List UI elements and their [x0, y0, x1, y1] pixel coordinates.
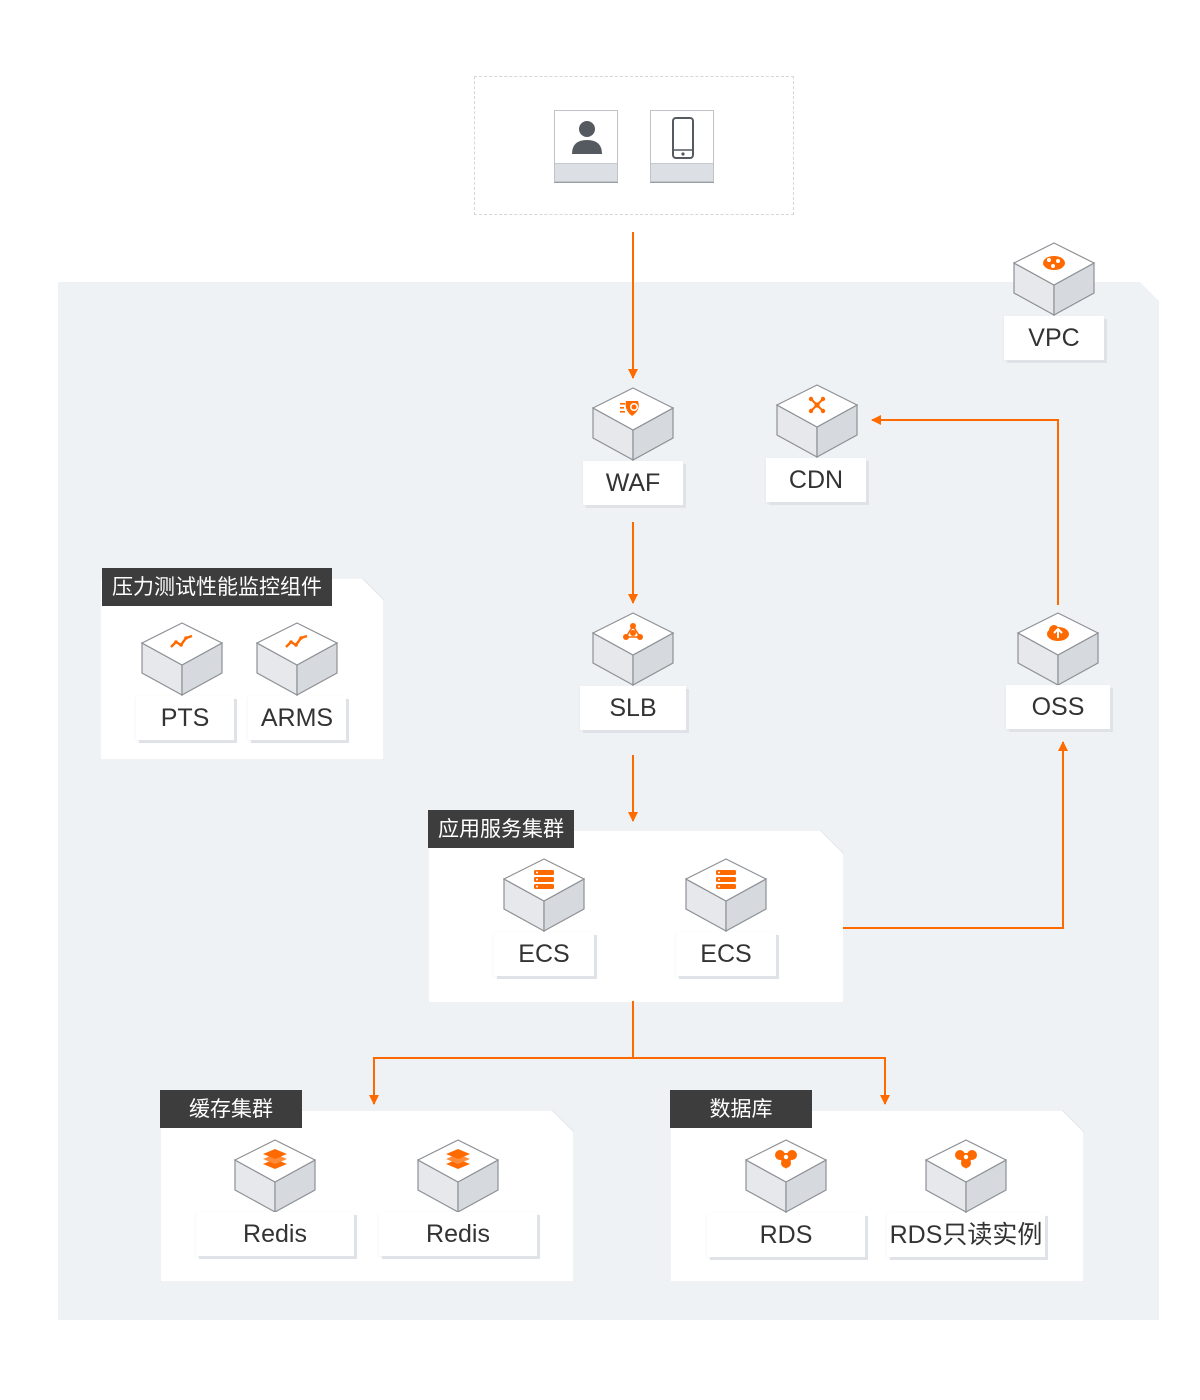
rds-node[interactable] [744, 1138, 828, 1214]
redis-label: Redis [379, 1212, 537, 1256]
device-base [651, 163, 713, 181]
rds-readonly-node[interactable] [924, 1138, 1008, 1214]
to-database-line [633, 1057, 890, 1105]
to-cache-line [369, 1057, 633, 1105]
cdn-label: CDN [766, 458, 866, 502]
vpc-node[interactable] [1012, 241, 1096, 317]
app-cluster-title: 应用服务集群 [428, 810, 574, 848]
client-group [474, 76, 794, 215]
ecs-node[interactable] [502, 857, 586, 933]
waf-node[interactable] [591, 386, 675, 462]
waf-label: WAF [583, 461, 683, 505]
ecs-label: ECS [676, 932, 776, 976]
ecs-node[interactable] [684, 857, 768, 933]
user-icon [572, 121, 602, 154]
monitoring-title: 压力测试性能监控组件 [102, 568, 332, 606]
slb-node[interactable] [591, 611, 675, 687]
cache-cluster-title: 缓存集群 [160, 1090, 302, 1128]
server-icon [716, 870, 736, 889]
slb-network-icon [623, 623, 643, 640]
oss-to-cdn-line [871, 415, 1059, 605]
database-icon [775, 1150, 797, 1169]
trend-line-icon [285, 634, 308, 648]
pts-node[interactable] [140, 621, 224, 697]
database-title: 数据库 [670, 1090, 812, 1128]
user-device[interactable] [554, 110, 618, 182]
pts-label: PTS [136, 696, 234, 740]
vpc-cloud-icon [1043, 256, 1065, 270]
ecs-label: ECS [494, 932, 594, 976]
oss-upload-cloud-icon [1047, 625, 1069, 641]
mobile-device[interactable] [650, 110, 714, 182]
trend-line-icon [170, 634, 193, 648]
waf-shield-icon [620, 401, 639, 416]
vpc-label: VPC [1004, 316, 1104, 360]
arms-node[interactable] [255, 621, 339, 697]
redis-stack-icon [263, 1149, 287, 1169]
oss-label: OSS [1006, 685, 1110, 729]
database-icon [955, 1150, 977, 1169]
arms-label: ARMS [248, 696, 346, 740]
redis-node[interactable] [416, 1138, 500, 1214]
cdn-node[interactable] [775, 383, 859, 459]
server-icon [534, 870, 554, 889]
redis-stack-icon [446, 1149, 470, 1169]
oss-node[interactable] [1016, 611, 1100, 687]
device-base [555, 163, 617, 181]
slb-label: SLB [580, 686, 686, 730]
redis-node[interactable] [233, 1138, 317, 1214]
vpc-corner-cut [1138, 280, 1162, 304]
redis-label: Redis [196, 1212, 354, 1256]
rds-label: RDS [707, 1213, 865, 1257]
cdn-network-icon [808, 396, 826, 414]
ecs-to-oss-line [843, 741, 1068, 929]
mobile-phone-icon [672, 117, 694, 159]
rds-readonly-label: RDS只读实例 [887, 1213, 1045, 1257]
